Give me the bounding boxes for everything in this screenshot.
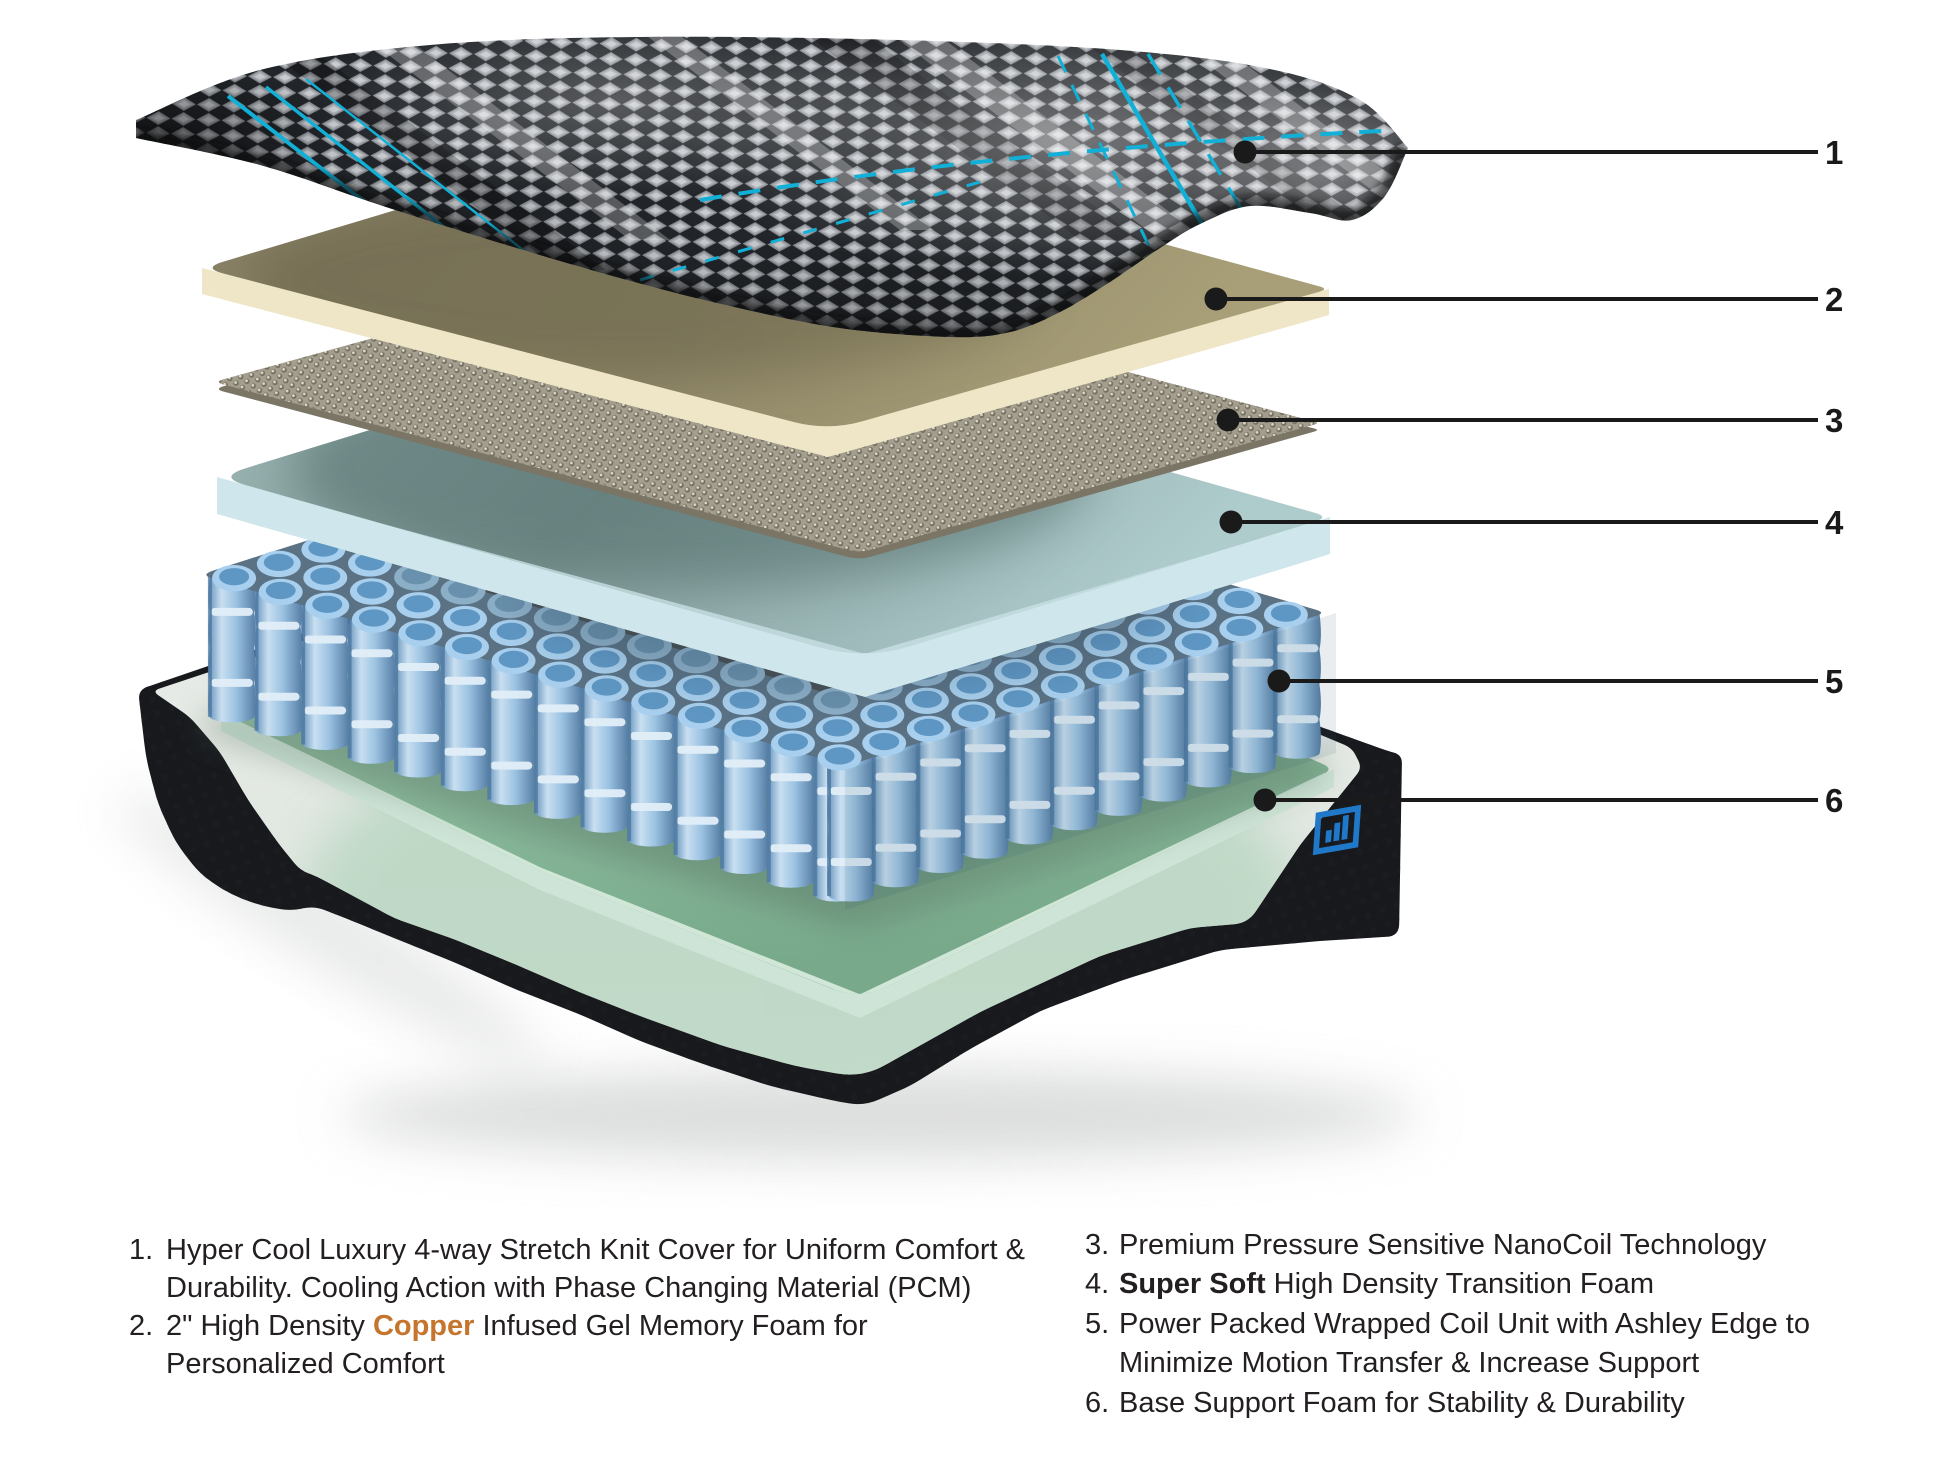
svg-text:Super Soft High Density Transi: Super Soft High Density Transition Foam: [1119, 1268, 1654, 1300]
svg-text:2" High Density Copper Infused: 2" High Density Copper Infused Gel Memor…: [166, 1310, 868, 1342]
svg-text:Hyper Cool Luxury 4-way Stretc: Hyper Cool Luxury 4-way Stretch Knit Cov…: [166, 1234, 1025, 1266]
svg-text:Minimize Motion Transfer & Inc: Minimize Motion Transfer & Increase Supp…: [1119, 1347, 1699, 1379]
svg-text:Power Packed Wrapped Coil Unit: Power Packed Wrapped Coil Unit with Ashl…: [1119, 1308, 1810, 1340]
svg-text:6: 6: [1825, 782, 1843, 819]
svg-text:Durability. Cooling Action wit: Durability. Cooling Action with Phase Ch…: [166, 1272, 971, 1304]
svg-text:3.: 3.: [1085, 1229, 1109, 1261]
svg-text:1: 1: [1825, 134, 1843, 171]
svg-text:4: 4: [1825, 504, 1844, 541]
svg-text:4.: 4.: [1085, 1268, 1109, 1300]
svg-text:5.: 5.: [1085, 1308, 1109, 1340]
svg-text:Personalized Comfort: Personalized Comfort: [166, 1348, 445, 1380]
svg-text:2.: 2.: [129, 1310, 153, 1342]
svg-text:1.: 1.: [129, 1234, 153, 1266]
svg-text:3: 3: [1825, 402, 1843, 439]
svg-text:2: 2: [1825, 281, 1843, 318]
svg-text:6.: 6.: [1085, 1387, 1109, 1419]
svg-text:Premium Pressure Sensitive Nan: Premium Pressure Sensitive NanoCoil Tech…: [1119, 1229, 1767, 1261]
svg-text:5: 5: [1825, 663, 1843, 700]
svg-text:Base Support Foam for Stabilit: Base Support Foam for Stability & Durabi…: [1119, 1387, 1685, 1419]
